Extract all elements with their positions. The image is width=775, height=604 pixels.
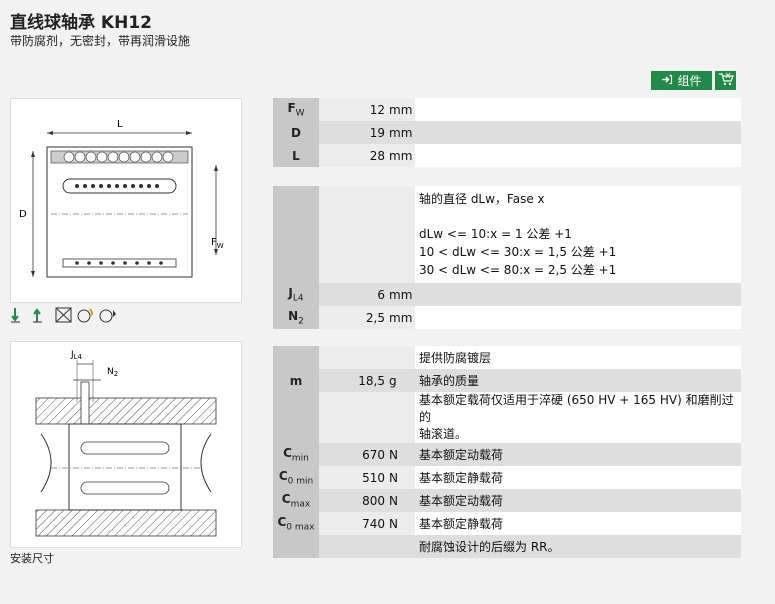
symbol-cell: L [273, 144, 319, 167]
load-note: 基本额定载荷仅适用于淬硬 (650 HV + 165 HV) 和磨削过的 轴滚道… [415, 392, 741, 443]
dim-Fw: FW [211, 237, 224, 250]
mounting-table: 轴的直径 dLw，Fase x dLw <= 10:x = 1 公差 +1 10… [273, 186, 741, 329]
shaft-note: 轴的直径 dLw，Fase x dLw <= 10:x = 1 公差 +1 10… [415, 186, 741, 283]
table-row: 耐腐蚀设计的后缀为 RR。 [273, 535, 741, 558]
suffix-note: 耐腐蚀设计的后缀为 RR。 [415, 535, 741, 558]
seal-icon [54, 306, 74, 324]
cart-button[interactable] [715, 71, 736, 90]
symbol-cell: C0 max [273, 512, 319, 535]
symbol-cell: FW [273, 98, 319, 121]
cart-icon [718, 71, 734, 90]
arrow-in-icon [661, 74, 673, 88]
mounting-drawing: JL4 N2 [10, 341, 242, 548]
symbol-cell: D [273, 121, 319, 144]
mounting-caption: 安装尺寸 [10, 552, 54, 565]
symbol-cell: m [273, 369, 319, 392]
load-up-icon [32, 306, 52, 324]
page-subtitle: 带防腐剂，无密封，带再润滑设施 [10, 34, 191, 48]
dim-L: L [117, 119, 123, 130]
component-button-label: 组件 [677, 74, 702, 88]
table-row: 轴的直径 dLw，Fase x dLw <= 10:x = 1 公差 +1 10… [273, 186, 741, 283]
symbol-cell: Cmin [273, 443, 319, 466]
symbol-cell: JL4 [273, 283, 319, 306]
symbol-cell: C0 min [273, 466, 319, 489]
bearing-drawing: L D FW [10, 98, 242, 303]
dim-D: D [19, 209, 27, 220]
component-button[interactable]: 组件 [651, 71, 712, 90]
load-down-icon [10, 306, 30, 324]
dim-J: JL4 [70, 350, 83, 361]
dim-N: N2 [107, 367, 118, 378]
page-title: 直线球轴承 KH12 [10, 13, 152, 33]
maintenance-icon [98, 306, 118, 324]
property-icons [10, 306, 118, 324]
symbol-cell: N2 [273, 306, 319, 329]
lubrication-icon [76, 306, 96, 324]
symbol-cell: Cmax [273, 489, 319, 512]
coating-note: 提供防腐镀层 [415, 346, 741, 369]
table-row: 基本额定载荷仅适用于淬硬 (650 HV + 165 HV) 和磨削过的 轴滚道… [273, 392, 741, 443]
table-row: 提供防腐镀层 [273, 346, 741, 369]
